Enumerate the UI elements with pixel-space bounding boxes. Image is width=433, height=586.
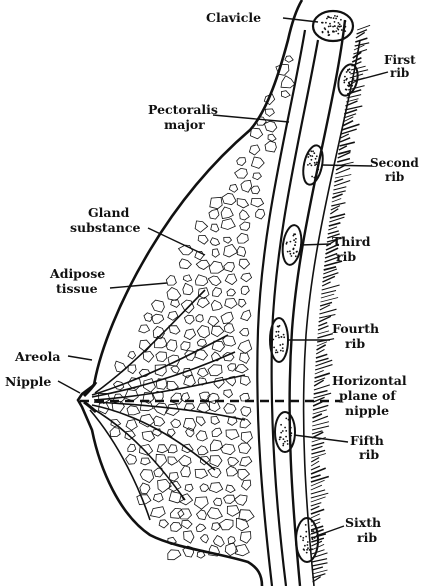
label-third-rib: Third rib <box>332 234 375 264</box>
sixth-rib-bone <box>296 518 318 562</box>
label-first-rib: First rib <box>384 53 420 80</box>
chest-wall-line <box>290 20 345 586</box>
label-second-rib: Second rib <box>370 156 423 184</box>
breast-outline <box>78 0 302 586</box>
label-horizontal-plane: Horizontal plane of nipple <box>332 373 411 418</box>
chest-wall-hatching <box>311 25 370 582</box>
label-fourth-rib: Fourth rib <box>332 321 383 351</box>
pectoralis-fascia-outer <box>257 30 305 586</box>
label-fifth-rib: Fifth rib <box>350 433 388 462</box>
first-rib-bone <box>335 62 361 98</box>
label-areola: Areola <box>14 349 60 364</box>
label-sixth-rib: Sixth rib <box>345 515 385 545</box>
fifth-rib-bone <box>275 412 295 452</box>
breast-illustration <box>78 0 370 586</box>
label-adipose-tissue: Adipose tissue <box>49 266 110 296</box>
label-pectoralis-major: Pectoralis major <box>148 102 222 132</box>
label-clavicle: Clavicle <box>206 10 261 25</box>
label-nipple: Nipple <box>5 374 51 389</box>
pectoralis-fascia-inner <box>272 40 318 586</box>
label-gland-substance: Gland substance <box>70 205 140 235</box>
